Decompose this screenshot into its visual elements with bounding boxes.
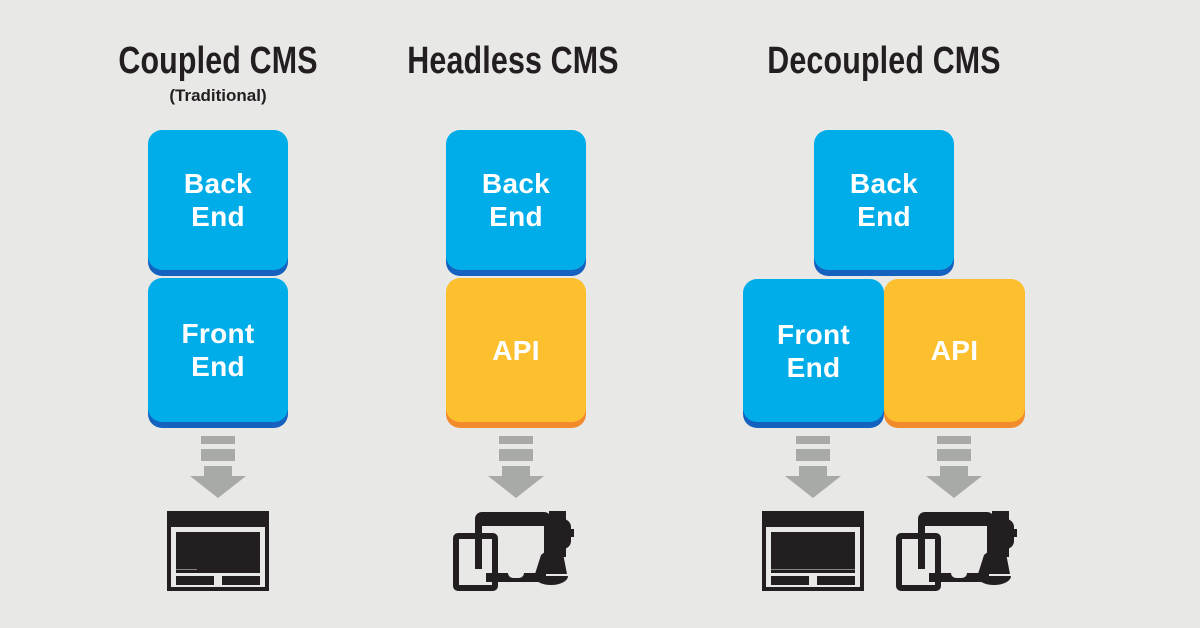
arrow-coupled-down [188, 436, 248, 500]
webpage-icon [167, 511, 269, 591]
arrow-headless-down [486, 436, 546, 500]
block-label: API [930, 335, 979, 366]
block-label: Back End [849, 168, 919, 232]
block-decoupled-api[interactable]: API [884, 279, 1025, 422]
block-decoupled-back-end[interactable]: Back End [814, 130, 954, 270]
column-title-decoupled: Decoupled CMS [767, 40, 1001, 82]
block-label: Front End [181, 318, 255, 382]
column-title-coupled: Coupled CMS [118, 40, 318, 82]
webpage-icon [762, 511, 864, 591]
block-label: Back End [481, 168, 551, 232]
block-label: Back End [183, 168, 253, 232]
column-subtitle-coupled: (Traditional) [169, 86, 267, 105]
block-decoupled-front-end[interactable]: Front End [743, 279, 884, 422]
multi-device-icon [453, 511, 579, 593]
block-label: Front End [776, 318, 851, 383]
arrow-decoupled-left-down [783, 436, 843, 500]
block-coupled-back-end[interactable]: Back End [148, 130, 288, 270]
block-headless-back-end[interactable]: Back End [446, 130, 586, 270]
block-label: API [492, 334, 540, 366]
block-coupled-front-end[interactable]: Front End [148, 278, 288, 422]
arrow-decoupled-right-down [924, 436, 984, 500]
column-title-headless: Headless CMS [407, 40, 619, 82]
block-headless-api[interactable]: API [446, 278, 586, 422]
multi-device-icon [896, 511, 1022, 593]
